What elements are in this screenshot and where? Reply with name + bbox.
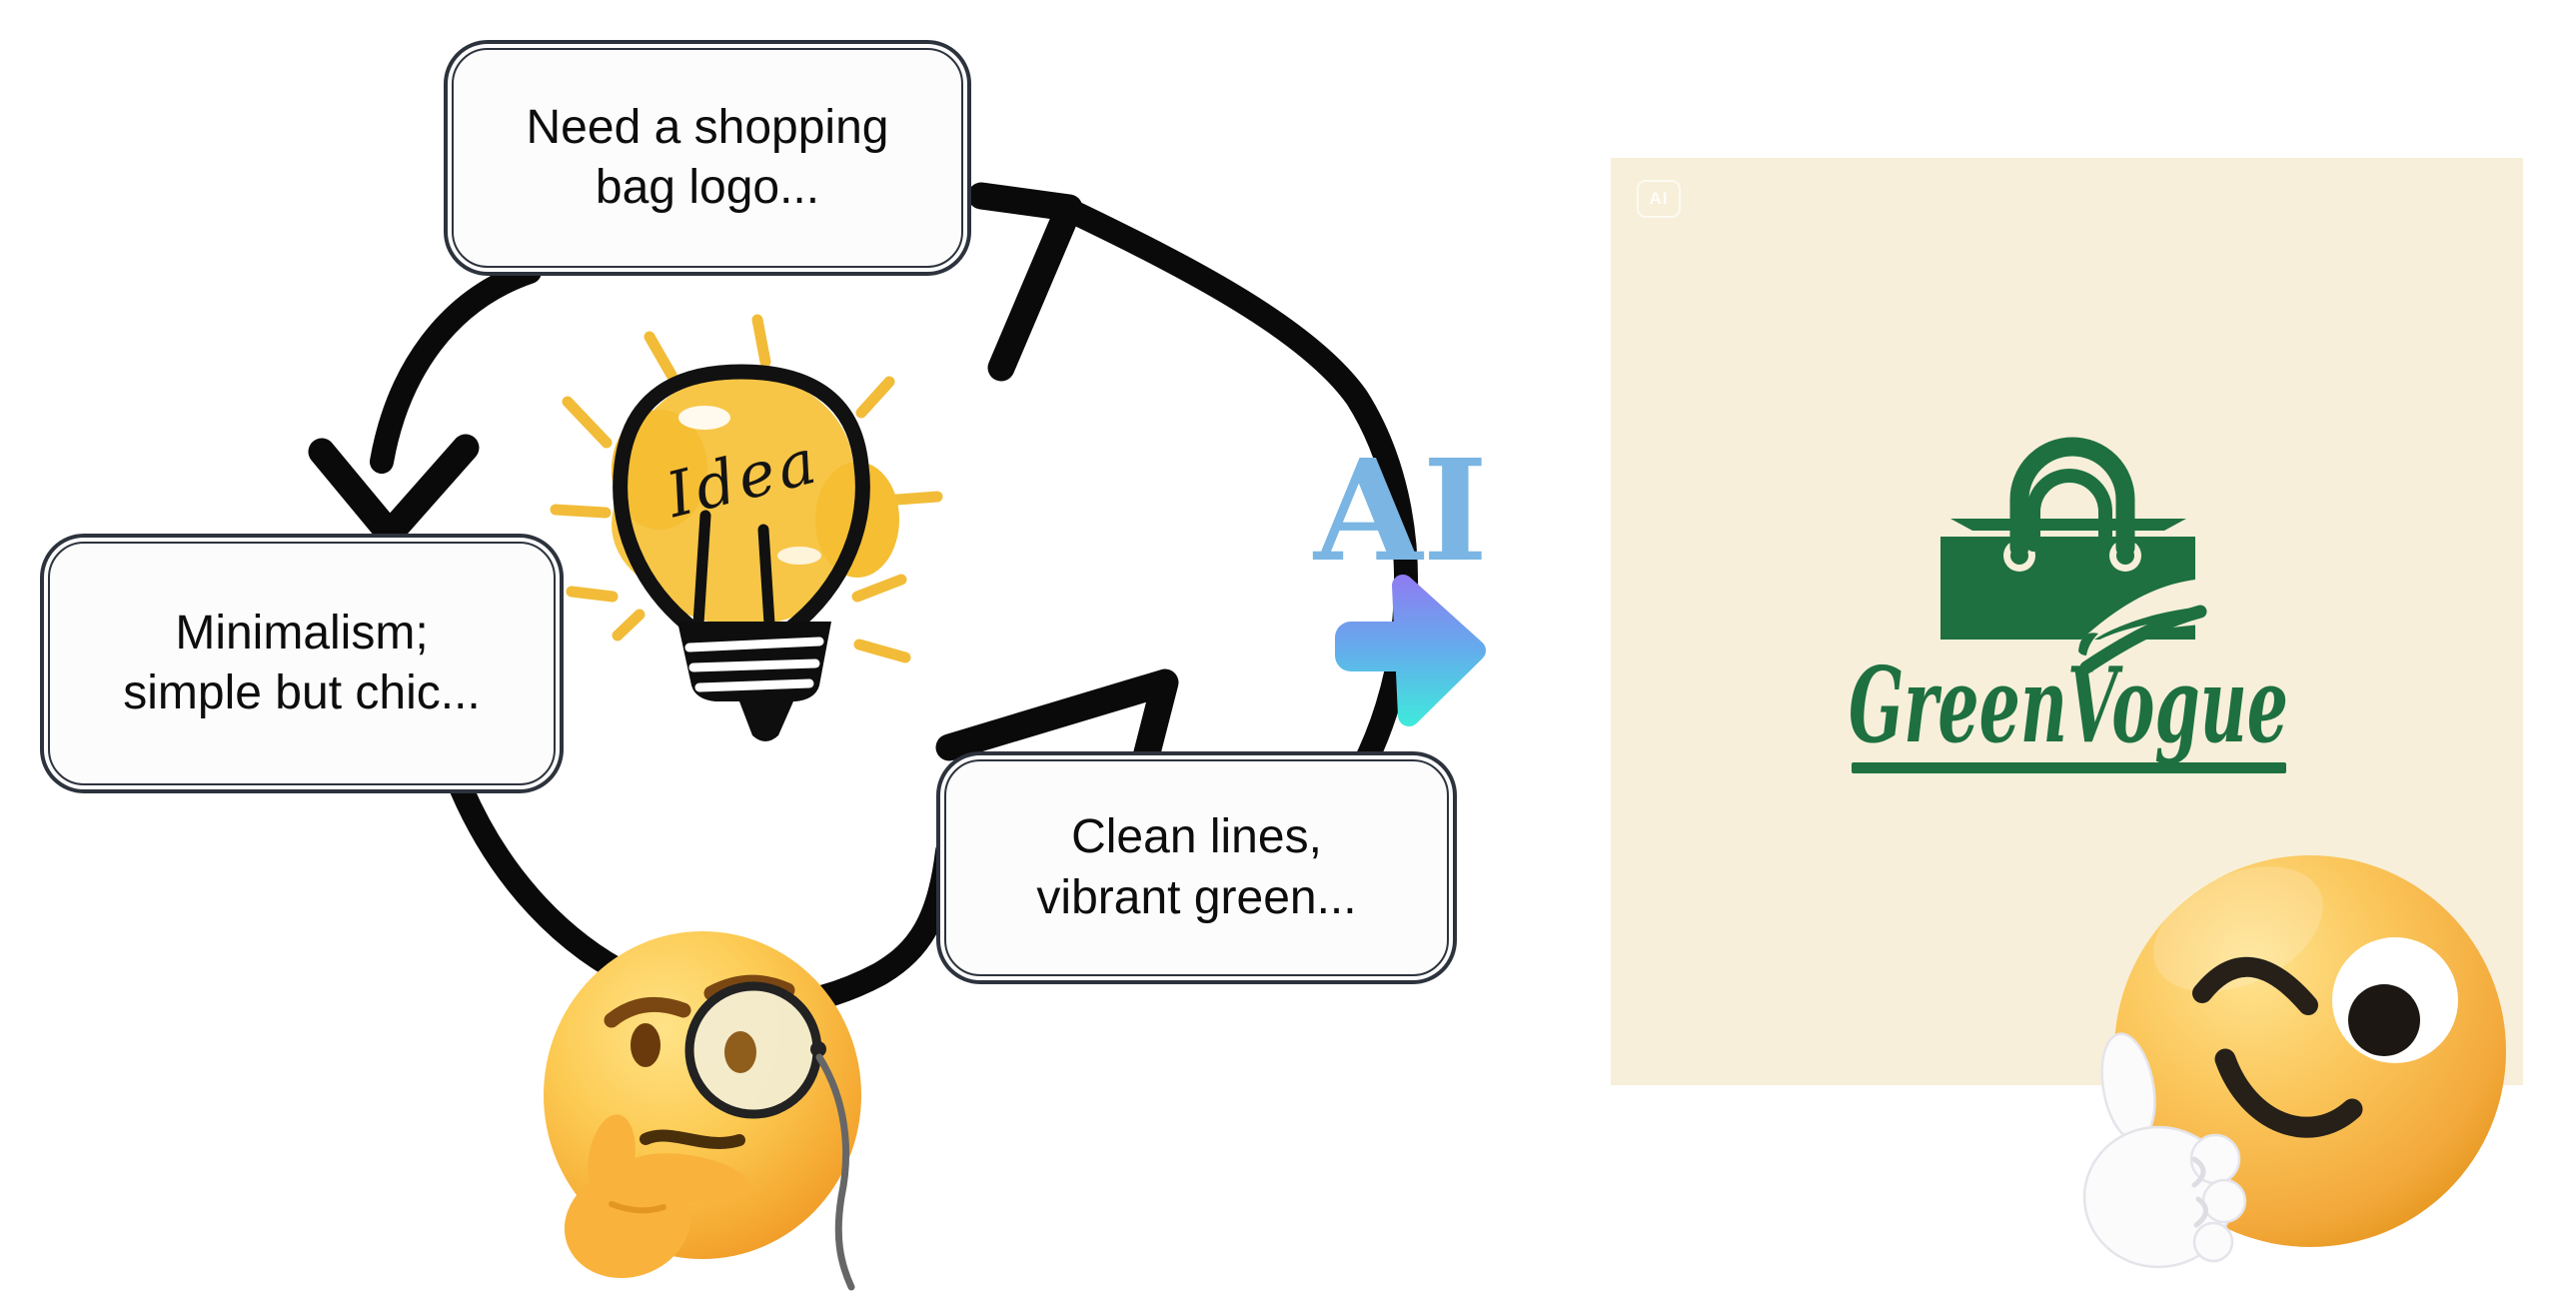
ai-label: AI xyxy=(1313,430,1489,594)
speech-bubble-left: Minimalism; simple but chic... xyxy=(40,534,564,793)
idea-lightbulb-icon: Idea xyxy=(550,314,943,741)
winking-face-thumbs-up-emoji xyxy=(2082,855,2506,1269)
bubble-text-line: simple but chic... xyxy=(123,666,481,719)
shopping-bag-icon xyxy=(1940,437,2207,674)
brand-name: GreenVogue xyxy=(1849,644,2288,766)
bubble-text-line: bag logo... xyxy=(595,161,820,214)
bubble-text-line: Clean lines, xyxy=(1071,810,1322,864)
thinking-face-with-monocle-emoji xyxy=(544,931,861,1291)
speech-bubble-top: Need a shopping bag logo... xyxy=(444,40,971,276)
brand-underline xyxy=(1852,762,2286,773)
bubble-text-line: Need a shopping xyxy=(526,100,889,154)
speech-bubble-inner-border: Need a shopping bag logo... xyxy=(452,48,963,268)
bubble-text-line: Minimalism; xyxy=(175,606,429,659)
speech-bubble-inner-border: Minimalism; simple but chic... xyxy=(48,542,556,785)
speech-bubble-bottom: Clean lines, vibrant green... xyxy=(936,751,1457,984)
bubble-text-line: vibrant green... xyxy=(1036,870,1357,924)
ai-watermark-badge: AI xyxy=(1637,180,1681,218)
speech-bubble-inner-border: Clean lines, vibrant green... xyxy=(944,759,1449,976)
right-arrow-icon xyxy=(1335,575,1486,726)
